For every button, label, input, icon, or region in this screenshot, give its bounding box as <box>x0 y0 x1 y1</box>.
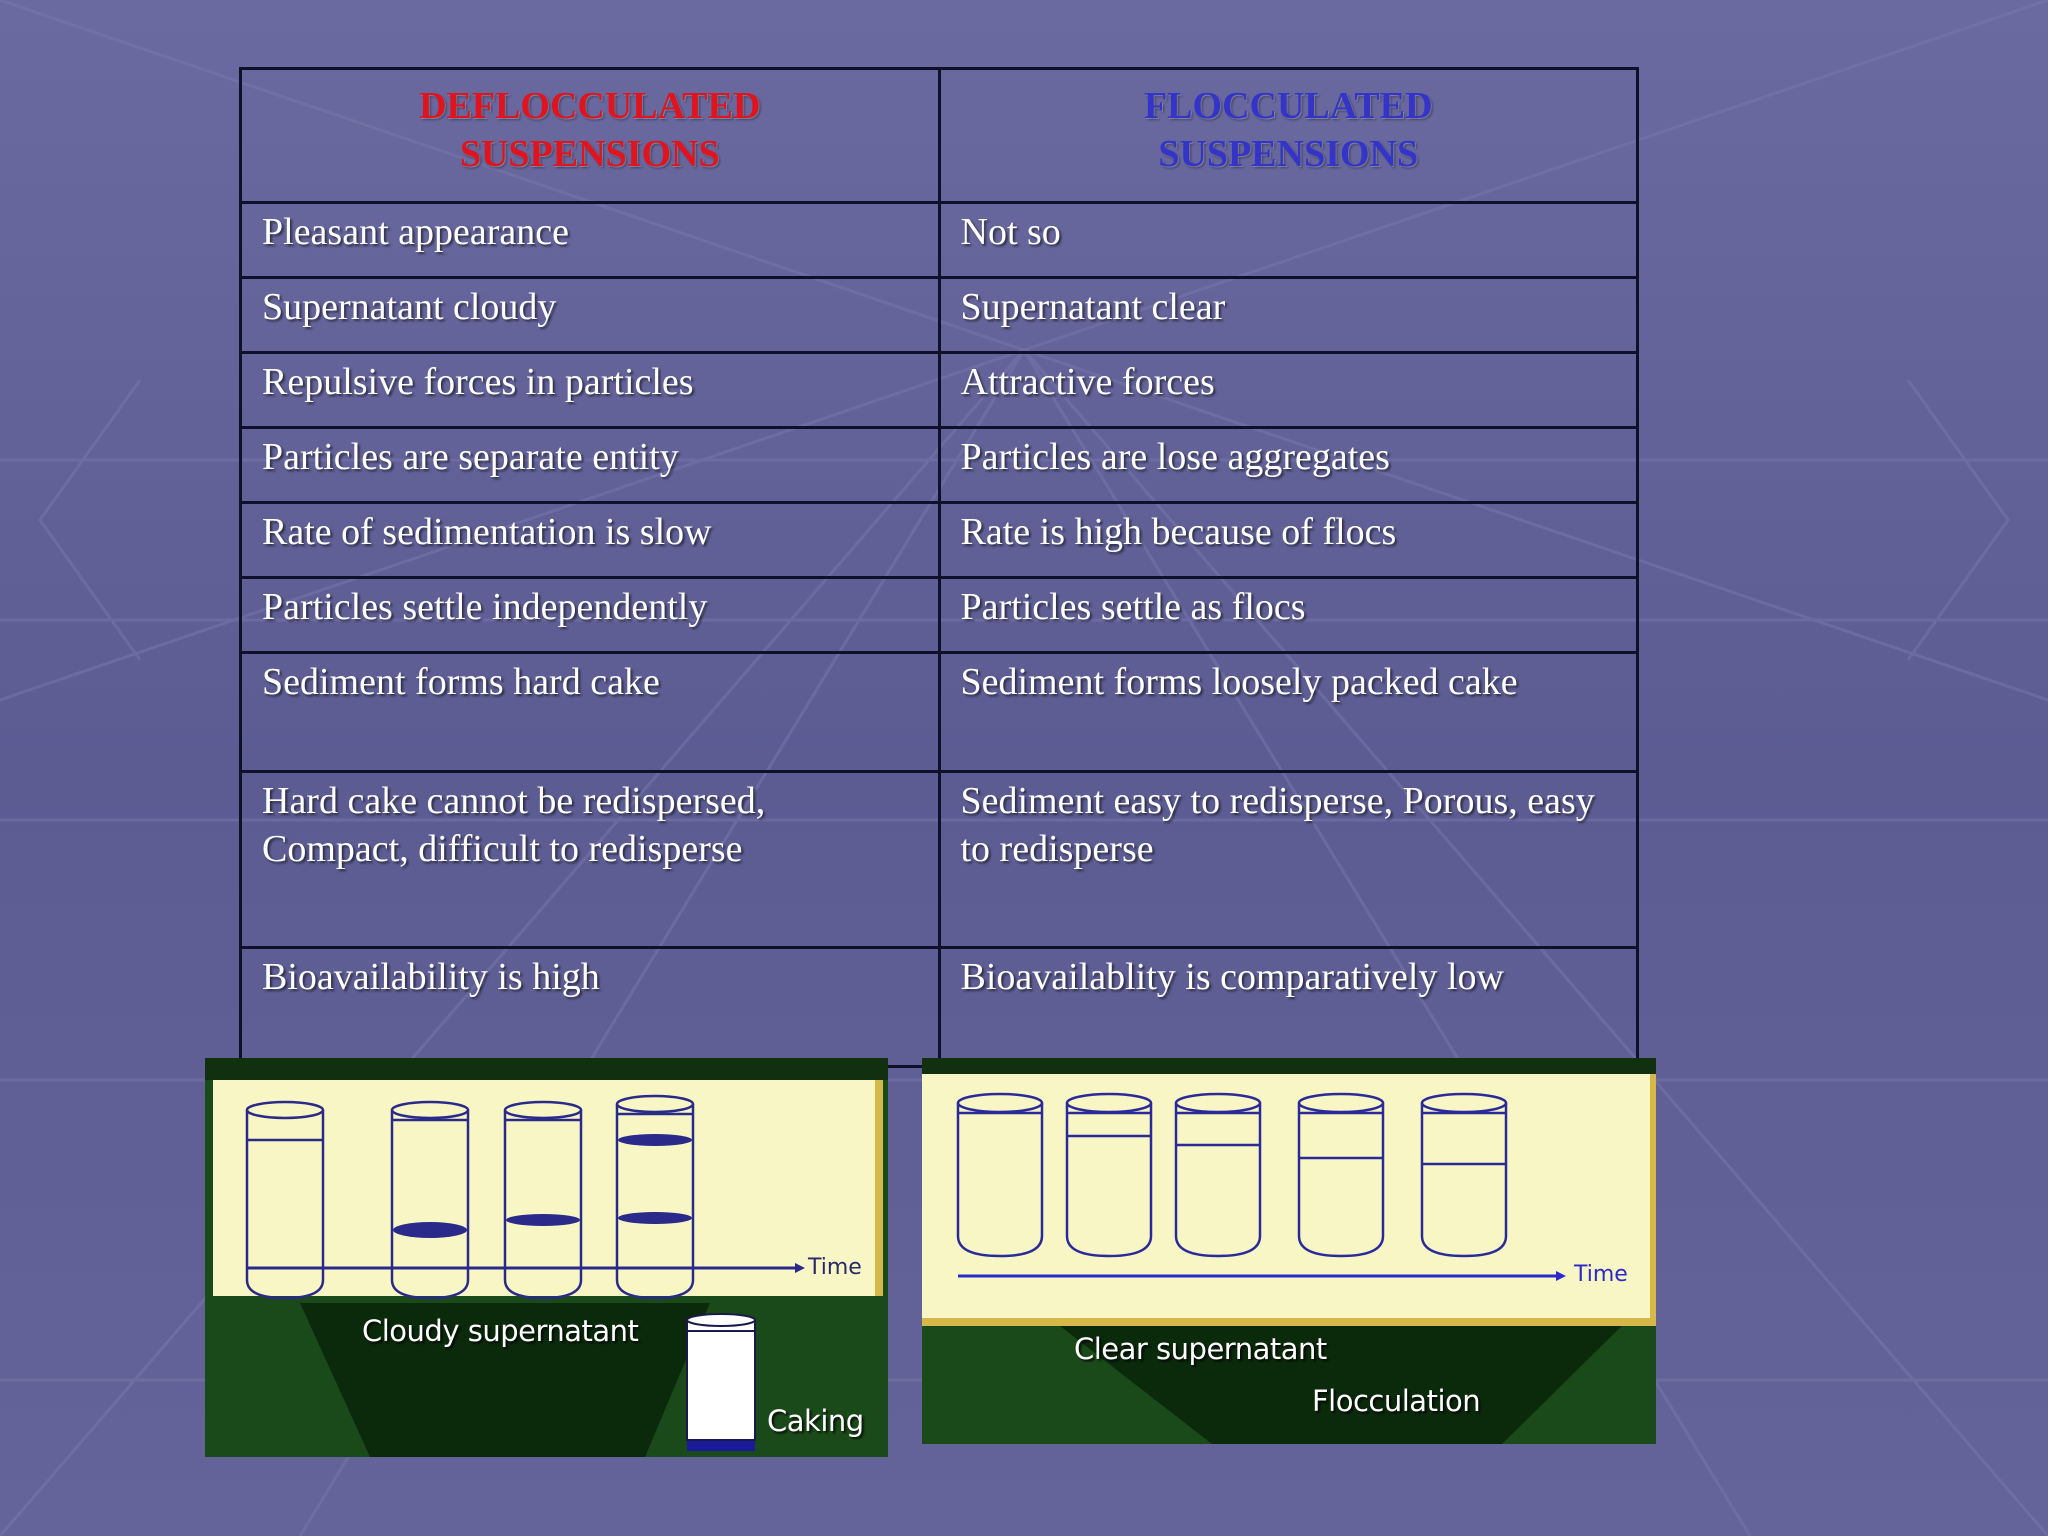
header-deflocculated-line1: DEFLOCCULATED <box>419 85 761 127</box>
cell-flocculated: Sediment forms loosely packed cake <box>937 651 1639 773</box>
cell-flocculated: Particles are lose aggregates <box>937 426 1639 504</box>
cell-text-line2: to redisperse <box>960 828 1154 870</box>
cell-text: Sediment forms hard cake <box>262 661 660 703</box>
cell-deflocculated: Sediment forms hard cake <box>239 651 941 773</box>
table-row: Pleasant appearance Not so <box>239 201 1639 279</box>
table-row: Repulsive forces in particles Attractive… <box>239 351 1639 429</box>
time-label: Time <box>1574 1262 1628 1287</box>
deflocculated-diagram-graphic <box>205 1058 888 1457</box>
cell-text: Sediment forms loosely packed cake <box>960 661 1518 703</box>
cell-text: Particles settle as flocs <box>960 586 1306 628</box>
table-row: Particles settle independently Particles… <box>239 576 1639 654</box>
header-deflocculated-line2: SUSPENSIONS <box>459 133 720 175</box>
cell-flocculated: Supernatant clear <box>937 276 1639 354</box>
cell-text: Rate of sedimentation is slow <box>262 511 712 553</box>
cell-flocculated: Particles settle as flocs <box>937 576 1639 654</box>
cell-flocculated: Sediment easy to redisperse, Porous, eas… <box>937 770 1639 949</box>
flocculation-label: Flocculation <box>1312 1384 1481 1418</box>
cell-text-line1: Sediment easy to redisperse, Porous, eas… <box>960 780 1595 822</box>
table-row: Particles are separate entity Particles … <box>239 426 1639 504</box>
cell-text: Supernatant cloudy <box>262 286 557 328</box>
cell-text: Particles settle independently <box>262 586 708 628</box>
cell-flocculated: Bioavailablity is comparatively low <box>937 946 1639 1068</box>
cell-text: Repulsive forces in particles <box>262 361 694 403</box>
time-label: Time <box>808 1255 862 1280</box>
cell-flocculated: Attractive forces <box>937 351 1639 429</box>
cell-deflocculated: Repulsive forces in particles <box>239 351 941 429</box>
table-row: Hard cake cannot be redispersed, Compact… <box>239 770 1639 949</box>
cell-deflocculated: Supernatant cloudy <box>239 276 941 354</box>
caking-label: Caking <box>767 1404 864 1438</box>
cell-text: Particles are lose aggregates <box>960 436 1390 478</box>
table-row: Bioavailability is high Bioavailablity i… <box>239 946 1639 1068</box>
cell-deflocculated: Particles are separate entity <box>239 426 941 504</box>
deflocculated-diagram: Time Cloudy supernatant Caking <box>205 1058 888 1457</box>
header-deflocculated: DEFLOCCULATED SUSPENSIONS <box>239 67 941 204</box>
cell-flocculated: Not so <box>937 201 1639 279</box>
cell-deflocculated: Hard cake cannot be redispersed, Compact… <box>239 770 941 949</box>
cell-text: Bioavailability is high <box>262 956 600 998</box>
cell-deflocculated: Rate of sedimentation is slow <box>239 501 941 579</box>
cloudy-supernatant-label: Cloudy supernatant <box>362 1314 639 1348</box>
comparison-table: DEFLOCCULATED SUSPENSIONS FLOCCULATED SU… <box>239 67 1639 1068</box>
flocculated-diagram-graphic <box>922 1058 1656 1444</box>
table-row: Sediment forms hard cake Sediment forms … <box>239 651 1639 773</box>
header-flocculated: FLOCCULATED SUSPENSIONS <box>937 67 1639 204</box>
clear-supernatant-label: Clear supernatant <box>1074 1332 1327 1366</box>
cell-text: Attractive forces <box>960 361 1215 403</box>
table-row: Supernatant cloudy Supernatant clear <box>239 276 1639 354</box>
cell-text: Rate is high because of flocs <box>960 511 1397 553</box>
cell-deflocculated: Particles settle independently <box>239 576 941 654</box>
cell-flocculated: Rate is high because of flocs <box>937 501 1639 579</box>
table-row: Rate of sedimentation is slow Rate is hi… <box>239 501 1639 579</box>
cell-deflocculated: Bioavailability is high <box>239 946 941 1068</box>
header-flocculated-line1: FLOCCULATED <box>1143 85 1433 127</box>
table-header-row: DEFLOCCULATED SUSPENSIONS FLOCCULATED SU… <box>239 67 1639 204</box>
header-flocculated-line2: SUSPENSIONS <box>1158 133 1419 175</box>
cell-text: Bioavailablity is comparatively low <box>960 956 1505 998</box>
cell-deflocculated: Pleasant appearance <box>239 201 941 279</box>
cell-text-line1: Hard cake cannot be redispersed, <box>262 780 766 822</box>
cell-text: Particles are separate entity <box>262 436 679 478</box>
cell-text: Pleasant appearance <box>262 211 569 253</box>
cell-text-line2: Compact, difficult to redisperse <box>262 828 743 870</box>
flocculated-diagram: Time Clear supernatant Flocculation <box>922 1058 1656 1444</box>
cell-text: Not so <box>960 211 1061 253</box>
cell-text: Supernatant clear <box>960 286 1226 328</box>
